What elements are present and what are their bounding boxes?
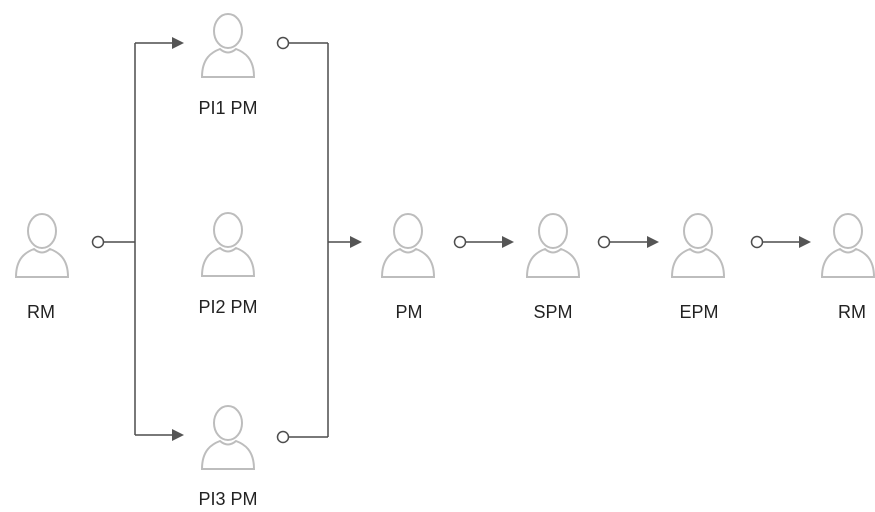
- arrowhead-pm: [350, 236, 362, 248]
- port-pi3: [276, 430, 290, 444]
- node-label: SPM: [533, 302, 572, 322]
- node-pi1-pm[interactable]: PI1 PM: [198, 13, 258, 118]
- person-icon: [821, 213, 875, 278]
- node-label: PI3 PM: [198, 489, 257, 509]
- person-icon: [381, 213, 435, 278]
- arrowhead-pi3: [172, 429, 184, 441]
- node-rm-end[interactable]: RM: [821, 213, 875, 322]
- node-pi3-pm[interactable]: PI3 PM: [198, 405, 258, 509]
- node-epm[interactable]: EPM: [671, 213, 725, 322]
- node-label: PI1 PM: [198, 98, 257, 118]
- node-label: PM: [396, 302, 423, 322]
- arrowhead-spm: [502, 236, 514, 248]
- arrowhead-pi1: [172, 37, 184, 49]
- person-icon: [15, 213, 69, 278]
- ports: [91, 36, 764, 444]
- node-pm[interactable]: PM: [381, 213, 435, 322]
- person-icon: [201, 212, 255, 277]
- port-pi1: [276, 36, 290, 50]
- person-icon: [201, 13, 255, 78]
- person-icon: [526, 213, 580, 278]
- person-icon: [201, 405, 255, 470]
- node-spm[interactable]: SPM: [526, 213, 580, 322]
- node-label: RM: [838, 302, 866, 322]
- node-pi2-pm[interactable]: PI2 PM: [198, 212, 258, 317]
- port-rm-start: [91, 235, 105, 249]
- node-label: PI2 PM: [198, 297, 257, 317]
- arrowhead-epm: [647, 236, 659, 248]
- port-pm: [453, 235, 467, 249]
- port-epm: [750, 235, 764, 249]
- arrowhead-rm-end: [799, 236, 811, 248]
- node-label: RM: [27, 302, 55, 322]
- person-icon: [671, 213, 725, 278]
- node-rm-start[interactable]: RM: [15, 213, 69, 322]
- connectors: [104, 37, 811, 441]
- port-spm: [597, 235, 611, 249]
- node-label: EPM: [679, 302, 718, 322]
